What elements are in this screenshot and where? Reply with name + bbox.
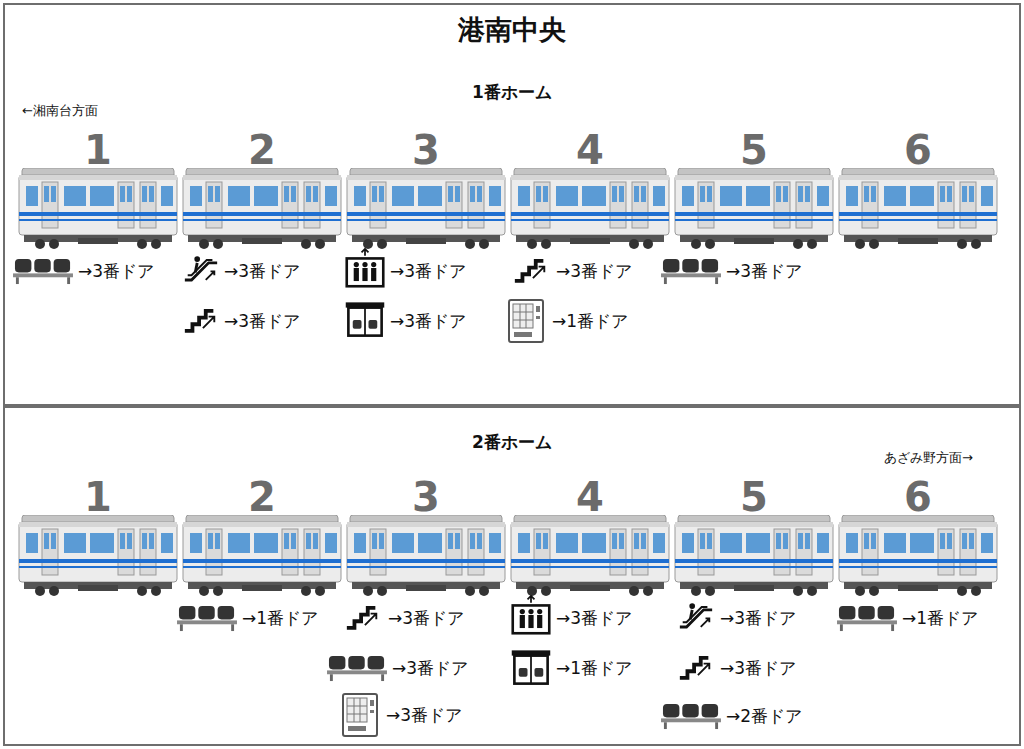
platform-panel: 1番ホーム <box>3 3 1021 406</box>
door-label: →3番ドア <box>386 705 462 725</box>
door-label: →1番ドア <box>902 608 978 628</box>
door-label: →3番ドア <box>390 311 466 331</box>
door-label: →3番ドア <box>224 261 300 281</box>
door-label: →3番ドア <box>720 658 796 678</box>
door-label: →3番ドア <box>390 261 466 281</box>
door-label: →3番ドア <box>392 658 468 678</box>
car-number: 5 <box>740 473 768 521</box>
door-label: →2番ドア <box>726 706 802 726</box>
car-number: 4 <box>576 126 604 174</box>
car-number: 4 <box>576 473 604 521</box>
door-label: →3番ドア <box>556 261 632 281</box>
direction-label: あざみ野方面→ <box>884 450 973 466</box>
car-number: 1 <box>84 126 112 174</box>
door-label: →1番ドア <box>552 311 628 331</box>
car-number: 3 <box>412 126 440 174</box>
door-label: →1番ドア <box>242 608 318 628</box>
door-label: →3番ドア <box>556 608 632 628</box>
door-label: →1番ドア <box>556 658 632 678</box>
door-label: →3番ドア <box>388 608 464 628</box>
car-number: 6 <box>904 473 932 521</box>
car-number: 2 <box>248 126 276 174</box>
station-title: 港南中央 <box>458 14 566 46</box>
platform-heading: 2番ホーム <box>472 432 552 452</box>
car-number: 3 <box>412 473 440 521</box>
direction-label: ←湘南台方面 <box>22 103 98 119</box>
door-label: →3番ドア <box>720 608 796 628</box>
car-number: 5 <box>740 126 768 174</box>
platform-panel: 2番ホーム <box>3 406 1021 746</box>
car-number: 1 <box>84 473 112 521</box>
door-label: →3番ドア <box>224 311 300 331</box>
platform-heading: 1番ホーム <box>472 82 552 102</box>
door-label: →3番ドア <box>726 261 802 281</box>
door-label: →3番ドア <box>78 261 154 281</box>
car-number: 2 <box>248 473 276 521</box>
car-number: 6 <box>904 126 932 174</box>
